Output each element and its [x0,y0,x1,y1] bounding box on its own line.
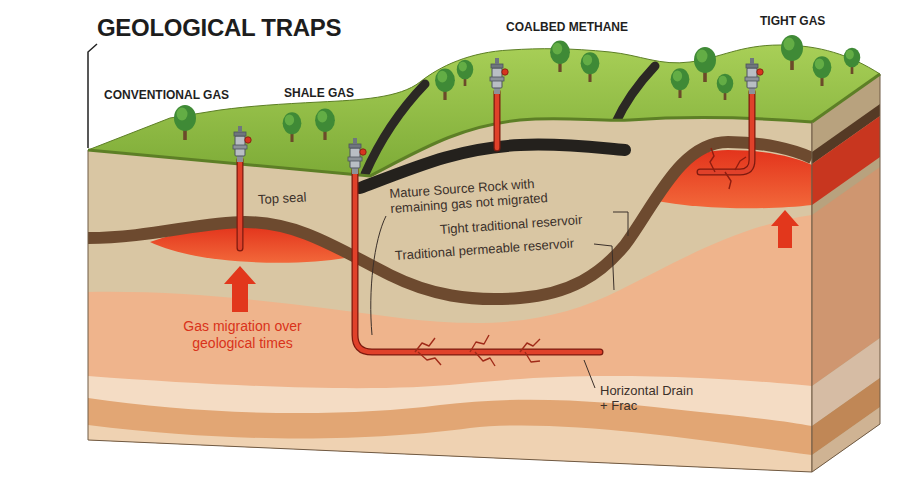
fracture [415,338,435,352]
well-pipe [355,170,600,352]
label-anchor: Traditional permeable reservoir [394,236,574,264]
well-pipe [495,92,500,148]
well-label: SHALE GAS [284,86,354,100]
layer-label: Traditional permeable reservoir [394,236,574,264]
label-anchor: Tight traditional reservoir [439,212,582,238]
tree [717,74,734,100]
tree [550,41,570,73]
side-face [812,74,880,472]
pipe-outline [494,92,501,148]
front-strata [80,100,820,490]
well-pipe [238,160,243,248]
tree [844,48,861,74]
tree [283,112,302,142]
tan-layer [80,100,820,490]
label-anchor: CONVENTIONAL GAS [104,88,229,102]
well-label: TIGHT GAS [760,14,825,28]
migration-label: Gas migration over geological times [160,318,325,352]
leader-line [613,212,628,236]
label-anchor: TIGHT GAS [760,14,825,28]
tree [694,47,716,82]
migration-arrow [771,210,799,248]
tree [174,105,196,140]
fracture [710,148,715,172]
callout-label: Horizontal Drain + Frac [600,383,700,413]
fracture [520,339,540,352]
layer-label: Mature Source Rock with remaining gas no… [389,172,591,216]
well-label: COALBED METHANE [506,20,628,34]
pipe-outline [700,92,752,172]
seal-band [88,142,812,299]
side-outline [812,74,880,472]
leader-line [594,244,614,290]
fracture [418,352,441,365]
label-anchor: Mature Source Rock with remaining gas no… [389,172,591,216]
tree [435,69,455,101]
tree [315,109,335,141]
side-strata [812,74,880,472]
migration-arrow [224,266,256,312]
layer-label: Tight traditional reservoir [439,212,582,238]
pipe-outline [237,160,244,248]
tree [781,35,803,70]
layer-label: Top seal [258,189,307,208]
wellhead [745,58,763,94]
label-anchor: Gas migration over geological times [160,318,325,352]
title-bracket [88,44,97,148]
label-anchor: COALBED METHANE [506,20,628,34]
label-anchor: Top seal [258,189,307,208]
well-pipes [240,92,752,352]
wellhead [348,138,366,174]
leader-lines [371,212,628,388]
well-pipe [700,92,752,172]
ground-edge [88,117,812,176]
fracture [735,157,746,170]
fracture [475,352,495,366]
tree [457,60,474,86]
fracture [725,172,731,189]
side-ground-edge [812,74,880,122]
leader-line [584,360,595,388]
diagram-title: GEOLOGICAL TRAPS [97,14,341,42]
tree [581,52,600,82]
title-anchor: GEOLOGICAL TRAPS [97,14,341,42]
fracture [525,352,540,362]
pipe-outline [355,170,600,352]
label-anchor: SHALE GAS [284,86,354,100]
leader-line [371,216,386,335]
well-label: CONVENTIONAL GAS [104,88,229,102]
bottom-layer [80,425,820,490]
tree [813,56,832,86]
tree [671,68,690,98]
label-anchor: Horizontal Drain + Frac [600,383,700,413]
side-bottom [812,407,880,472]
pale-layer [80,376,820,490]
orange-layer [80,398,820,490]
wellhead [233,126,251,162]
fracture [470,335,489,352]
wellhead [490,58,508,94]
coal-outcrop [615,66,655,124]
